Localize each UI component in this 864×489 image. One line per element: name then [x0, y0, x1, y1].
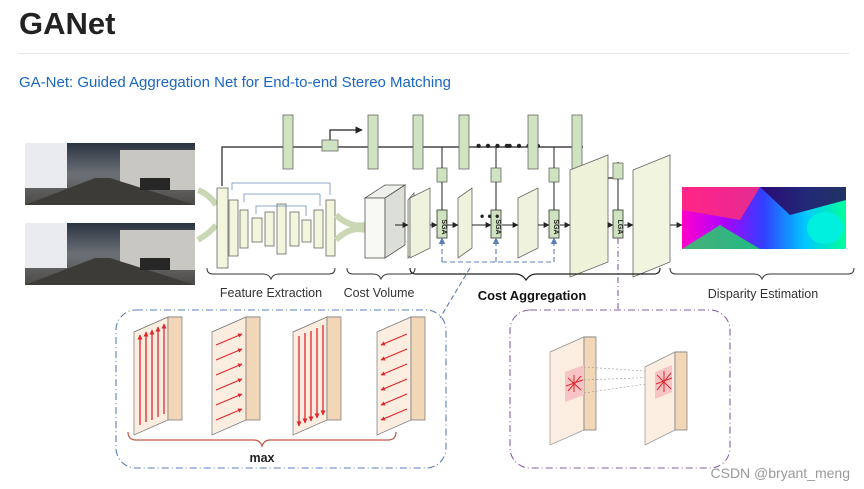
sga-detail-panel	[115, 309, 447, 469]
cost-aggregation-label: Cost Aggregation	[478, 288, 587, 303]
max-brace	[127, 431, 397, 448]
disparity-estimation-brace	[669, 267, 855, 281]
sga-direction-slab-down	[292, 316, 342, 436]
lga-projection-lines	[583, 366, 661, 394]
sga-module-3: SGA	[548, 209, 560, 239]
sga-label-2: SGA	[494, 219, 501, 234]
page-title: GANet	[19, 6, 116, 41]
sga-direction-slab-left	[376, 316, 426, 436]
feature-extraction-brace	[206, 267, 336, 281]
disparity-map	[682, 187, 846, 249]
guidance-branch: • • • • • • • •	[221, 114, 619, 186]
sga-direction-slab-up	[133, 316, 183, 436]
lga-output-slab	[644, 351, 688, 446]
ganet-architecture-diagram: • • • • • • • •	[25, 114, 855, 469]
guidance-connectors	[441, 147, 619, 210]
paper-link[interactable]: GA-Net: Guided Aggregation Net for End-t…	[19, 74, 451, 91]
sga-module-1: SGA	[436, 209, 448, 239]
feature-extraction-network	[216, 182, 336, 269]
cost-aggregation-blocks	[407, 154, 671, 278]
cost-volume-brace	[346, 267, 416, 281]
lga-input-slab	[549, 336, 597, 446]
lga-label: LGA	[616, 220, 623, 235]
max-label: max	[249, 451, 274, 465]
right-input-image	[25, 223, 195, 285]
sga-label-1: SGA	[440, 219, 447, 234]
input-arrow-bottom	[196, 223, 219, 243]
cost-volume-cube	[363, 184, 407, 259]
disparity-estimation-label: Disparity Estimation	[708, 287, 818, 301]
title-divider	[19, 53, 849, 54]
left-input-image	[25, 143, 195, 205]
feature-extraction-label: Feature Extraction	[220, 286, 322, 300]
cost-volume-label: Cost Volume	[344, 286, 415, 300]
svg-text:• • •: • • •	[480, 209, 499, 223]
sga-direction-slab-right	[211, 316, 261, 436]
svg-text:• • • •: • • • •	[476, 138, 510, 155]
input-arrow-top	[196, 187, 219, 207]
lga-detail-panel	[509, 309, 731, 469]
watermark: CSDN @bryant_meng	[710, 465, 851, 481]
feature-to-cost-arrow	[333, 212, 366, 243]
sga-label-3: SGA	[552, 219, 559, 234]
cost-aggregation-brace	[409, 267, 661, 282]
sga-dashed-links	[438, 237, 558, 319]
lga-module: LGA	[612, 209, 624, 239]
